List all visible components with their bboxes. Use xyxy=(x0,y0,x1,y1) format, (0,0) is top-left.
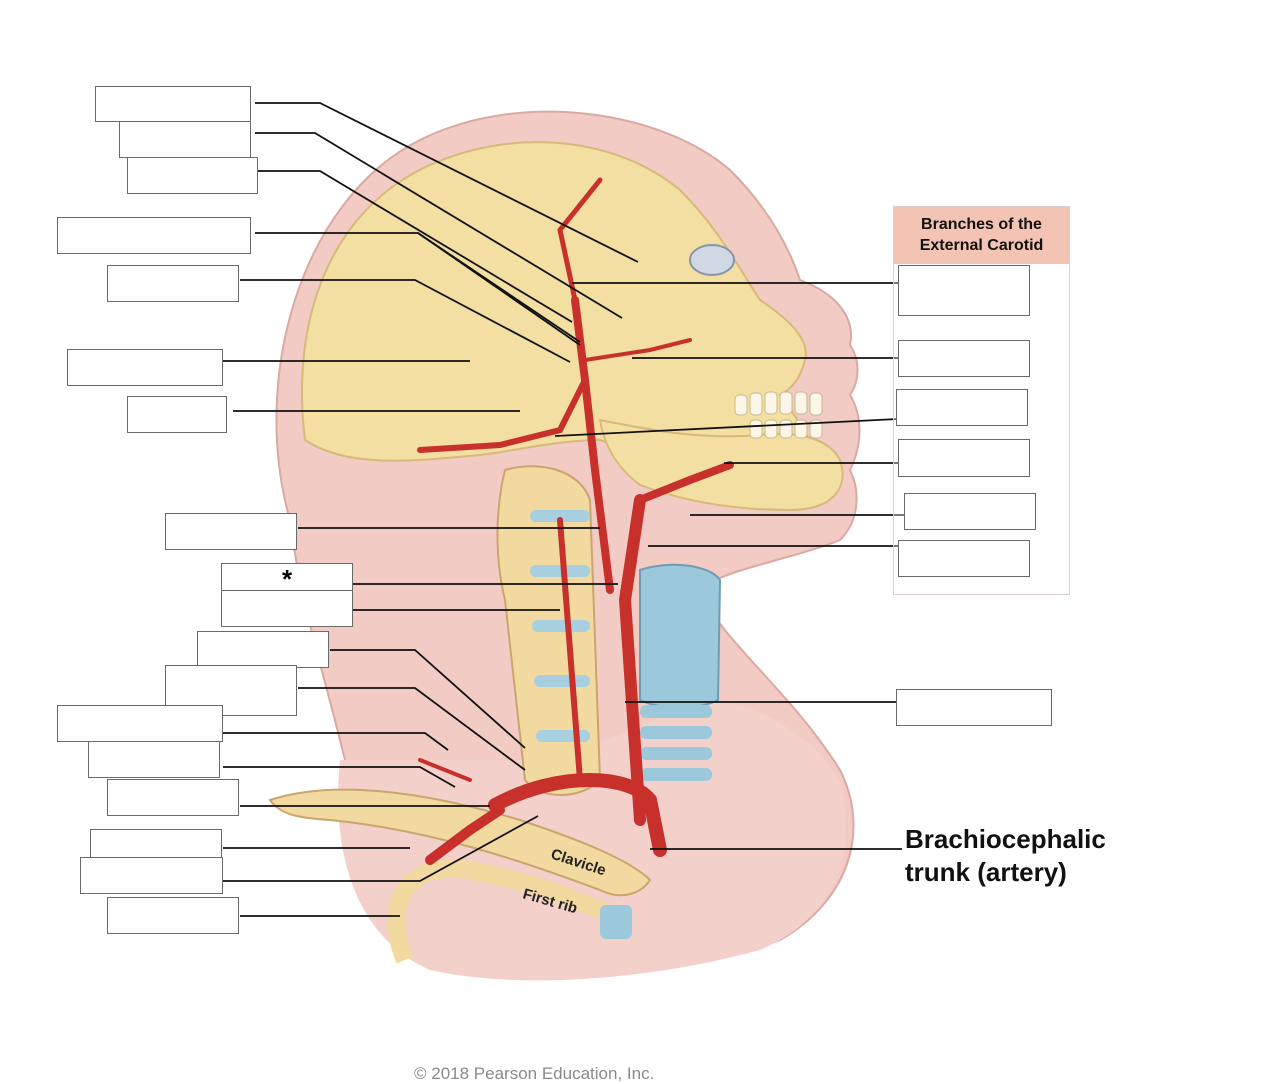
label-box-10[interactable] xyxy=(221,590,353,627)
ext-carotid-box-4[interactable] xyxy=(898,439,1030,477)
label-box-right-trachea[interactable] xyxy=(896,689,1052,726)
panel-title-line1: Branches of the xyxy=(921,216,1042,233)
shoulder xyxy=(338,700,847,981)
ext-carotid-box-1[interactable] xyxy=(898,265,1030,316)
brachiocephalic-line2: trunk (artery) xyxy=(905,857,1067,887)
label-box-15[interactable] xyxy=(107,779,239,816)
label-box-5[interactable] xyxy=(107,265,239,302)
label-box-8[interactable] xyxy=(165,513,297,550)
eye xyxy=(689,244,735,276)
brachiocephalic-line1: Brachiocephalic xyxy=(905,824,1106,854)
label-box-2[interactable] xyxy=(119,121,251,158)
label-box-13[interactable] xyxy=(57,705,223,742)
leader-lines xyxy=(223,102,904,917)
arteries xyxy=(417,177,734,865)
rib-cartilage xyxy=(600,905,632,939)
copyright-notice: © 2018 Pearson Education, Inc. xyxy=(414,1064,655,1083)
label-box-9-asterisk[interactable]: * xyxy=(221,563,353,594)
first-rib xyxy=(387,859,615,964)
label-box-7[interactable] xyxy=(127,396,227,433)
label-box-1[interactable] xyxy=(95,86,251,122)
ext-carotid-box-2[interactable] xyxy=(898,340,1030,377)
ext-carotid-box-5[interactable] xyxy=(904,493,1036,530)
label-box-16[interactable] xyxy=(90,829,222,859)
ext-carotid-box-6[interactable] xyxy=(898,540,1030,577)
label-box-17[interactable] xyxy=(80,857,223,894)
skull xyxy=(301,141,832,500)
teeth xyxy=(734,391,823,439)
brachiocephalic-trunk-label: Brachiocephalic trunk (artery) xyxy=(905,823,1106,889)
asterisk-mark: * xyxy=(281,564,293,594)
panel-title: Branches of the External Carotid xyxy=(894,207,1069,264)
panel-title-line2: External Carotid xyxy=(919,237,1044,254)
label-box-11[interactable] xyxy=(197,631,329,668)
label-box-14[interactable] xyxy=(88,741,220,778)
label-box-18[interactable] xyxy=(107,897,239,934)
label-box-4[interactable] xyxy=(57,217,251,254)
label-box-3[interactable] xyxy=(127,157,258,194)
label-box-6[interactable] xyxy=(67,349,223,386)
ext-carotid-box-3[interactable] xyxy=(896,389,1028,426)
larynx-trachea xyxy=(639,563,722,781)
